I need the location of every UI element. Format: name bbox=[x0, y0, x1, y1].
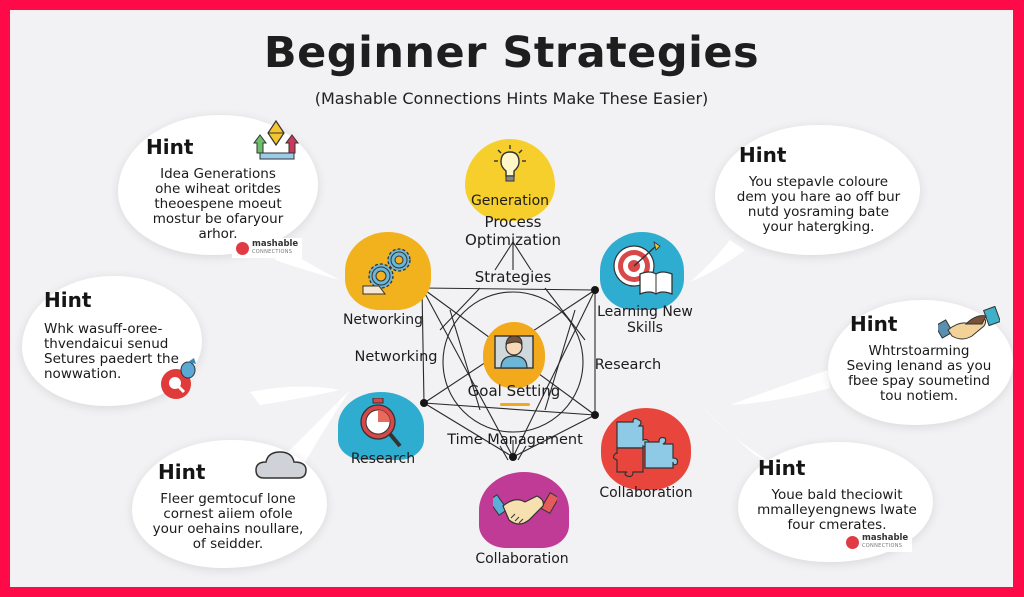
node-collaboration-handshake bbox=[479, 472, 569, 548]
hint-bubble-2: Hint You stepavle coloure dem you hare a… bbox=[715, 125, 920, 255]
logo-main-text: mashable bbox=[862, 533, 909, 543]
handshake-icon bbox=[493, 492, 557, 525]
hint-title: Hint bbox=[758, 456, 806, 480]
handshake-icon bbox=[938, 306, 1000, 340]
node-label: Goal Setting bbox=[467, 382, 561, 400]
hint-title: Hint bbox=[44, 288, 92, 312]
goal-underline bbox=[500, 403, 530, 406]
node-label: Collaboration bbox=[475, 551, 569, 567]
hint-title: Hint bbox=[850, 312, 898, 336]
person-monitor-icon bbox=[494, 335, 534, 369]
stopwatch-magnifier-icon bbox=[360, 398, 402, 448]
node-label: Learning New Skills bbox=[597, 304, 693, 336]
label-time-management: Time Management bbox=[447, 432, 583, 448]
node-networking bbox=[345, 232, 431, 310]
hint-body: Youe bald theciowit mmalleyengnews lwate… bbox=[757, 487, 917, 533]
hint-bubble-1: Hint Idea Generations ohe wiheat oritdes… bbox=[118, 115, 318, 255]
puzzle-icon bbox=[613, 418, 679, 478]
label-research: Research bbox=[594, 357, 662, 373]
logo-sub-text: CONNECTIONS bbox=[252, 249, 293, 255]
logo-sub-text: CONNECTIONS bbox=[862, 543, 903, 549]
node-label: Generation bbox=[470, 193, 550, 209]
infographic-canvas: Beginner Strategies (Mashable Connection… bbox=[10, 10, 1013, 587]
hint-body: Fleer gemtocuf lone cornest aiiem ofole … bbox=[152, 491, 304, 552]
hint-body: Idea Generations ohe wiheat oritdes theo… bbox=[152, 166, 284, 242]
cloud-icon bbox=[255, 451, 307, 479]
node-goal-setting bbox=[483, 322, 545, 388]
hint-bubble-5: Hint Fleer gemtocuf lone cornest aiiem o… bbox=[132, 440, 327, 568]
node-label: Networking bbox=[342, 312, 424, 328]
page-title: Beginner Strategies bbox=[263, 28, 760, 78]
network-lines bbox=[418, 241, 599, 461]
logo-main-text: mashable bbox=[252, 239, 299, 249]
hint-title: Hint bbox=[158, 460, 206, 484]
node-learning bbox=[600, 232, 684, 310]
mashable-logo: mashable CONNECTIONS bbox=[232, 238, 303, 258]
target-book-icon bbox=[613, 241, 673, 295]
hint-body: You stepavle coloure dem you hare ao off… bbox=[736, 174, 901, 235]
node-collaboration-puzzle bbox=[601, 408, 691, 490]
gears-icon bbox=[362, 248, 411, 295]
mashable-logo-icon bbox=[846, 535, 859, 549]
mashable-logo: mashable CONNECTIONS bbox=[842, 532, 913, 552]
label-networking: Networking bbox=[354, 349, 438, 365]
hint-bubble-4: Hint Whtrstoarming Seving lenand as you … bbox=[828, 300, 1013, 425]
hint-title: Hint bbox=[146, 135, 194, 159]
node-label: Collaboration bbox=[599, 485, 693, 501]
node-research bbox=[338, 392, 424, 460]
node-label: Research bbox=[350, 451, 416, 467]
label-strategies: Strategies bbox=[474, 268, 552, 286]
hint-title: Hint bbox=[739, 143, 787, 167]
kite-arrows-icon bbox=[253, 119, 299, 160]
page-subtitle: (Mashable Connections Hints Make These E… bbox=[314, 89, 709, 108]
magnifier-badge-icon bbox=[161, 358, 196, 399]
hint-body: Whtrstoarming Seving lenand as you fbee … bbox=[846, 343, 992, 404]
mashable-logo-icon bbox=[236, 241, 249, 255]
label-process-optimization: Process Optimization bbox=[465, 213, 561, 249]
hint-body: Whk wasuff-oree- thvendaicui senud Setur… bbox=[44, 321, 179, 382]
lightbulb-icon bbox=[494, 145, 526, 182]
node-generation: Generation bbox=[465, 139, 555, 221]
